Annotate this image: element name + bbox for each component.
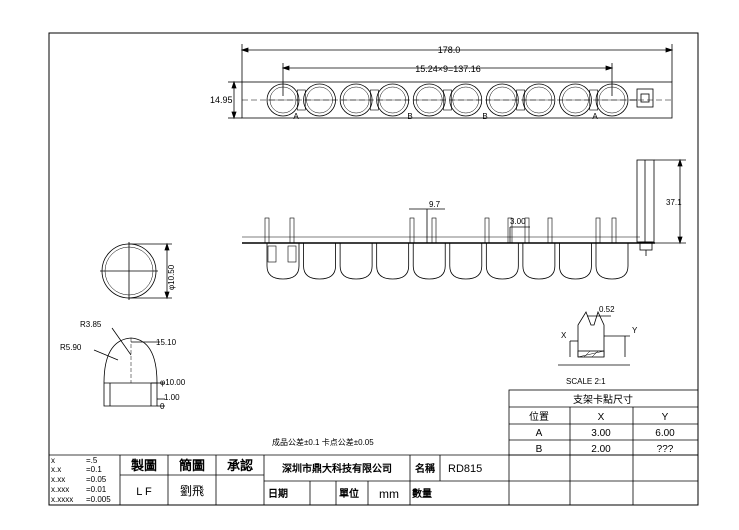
lens-r-big: R5.90 [60, 343, 82, 352]
led-dome [339, 243, 373, 280]
hole-label-b1: B [407, 112, 412, 121]
detail-scale: SCALE 2:1 [566, 377, 606, 386]
tol-v-4: =0.005 [86, 495, 111, 504]
tol-k-3: x.xxx [51, 485, 69, 494]
tol-k-0: x [51, 456, 55, 465]
strip-clip [431, 217, 437, 244]
spec-row-a-x: 3.00 [591, 428, 611, 439]
company-name: 深圳市鼎大科技有限公司 [282, 462, 392, 475]
spec-row-a-pos: A [536, 428, 543, 439]
tol-v-2: =0.05 [86, 475, 107, 484]
pitch-dim: 15.24×9=137.16 [415, 64, 481, 74]
check-name: 劉飛 [180, 483, 204, 498]
led-lead [287, 245, 297, 263]
strip-clip [611, 217, 617, 244]
tol-k-4: x.xxxx [51, 495, 73, 504]
strip-clip [547, 217, 553, 244]
lens-r-small: R3.85 [80, 320, 102, 329]
circle-dim: φ10.50 [167, 264, 176, 290]
spec-row-b-pos: B [536, 444, 543, 455]
top-view-holes [266, 83, 629, 117]
led-lead [267, 245, 277, 263]
spec-header-pos: 位置 [529, 410, 549, 423]
lens-zero: 0 [160, 402, 165, 411]
spec-title: 支架卡點尺寸 [573, 393, 633, 406]
lens-dim-base: φ10.00 [160, 378, 186, 387]
strip-clip [595, 217, 601, 244]
led-dome [266, 243, 300, 280]
strip-clip [524, 217, 530, 244]
strip-clip [484, 217, 490, 244]
strip-clip [289, 217, 295, 244]
spec-row-a-y: 6.00 [655, 428, 675, 439]
strip-clip [507, 217, 513, 244]
spec-header-x: X [598, 412, 605, 423]
side-view [242, 158, 686, 256]
detail-label-y: Y [632, 326, 638, 335]
draw-name: L F [136, 486, 152, 498]
led-dome [595, 243, 629, 280]
top-view [228, 44, 674, 120]
led-dome [449, 243, 483, 280]
strip-clip [264, 217, 270, 244]
draw-label: 製圖 [130, 458, 157, 473]
part-name: RD815 [448, 463, 482, 475]
led-dome [376, 243, 410, 280]
title-block [49, 454, 698, 505]
circle-view [100, 242, 172, 300]
height-dim: 14.95 [210, 95, 233, 105]
unit-label: 單位 [339, 487, 359, 500]
check-label: 簡圖 [178, 458, 205, 473]
hole-label-a1: A [293, 112, 299, 121]
spec-row-b-y: ??? [657, 444, 674, 455]
tol-k-2: x.xx [51, 475, 65, 484]
lens-view [93, 327, 165, 407]
qty-label: 數量 [412, 487, 432, 500]
strip-clip [409, 217, 415, 244]
hole-label-a2: A [592, 112, 598, 121]
tol-k-1: x.x [51, 465, 61, 474]
led-dome [559, 243, 592, 280]
detail-label-x: X [561, 331, 567, 340]
side-dim-top: 9.7 [429, 200, 441, 209]
tol-v-0: =.5 [86, 456, 98, 465]
unit-value: mm [379, 487, 399, 501]
overall-length-dim: 178.0 [438, 45, 461, 55]
side-view-leds [264, 217, 629, 280]
lens-dim-width: 15.10 [156, 338, 177, 347]
led-dome [303, 243, 336, 280]
side-dim-mid: 3.00 [510, 217, 526, 226]
spec-header-y: Y [662, 412, 669, 423]
side-dim-height: 37.1 [666, 198, 682, 207]
tol-v-1: =0.1 [86, 465, 102, 474]
detail-view [558, 310, 630, 366]
detail-dim-top: 0.52 [599, 305, 615, 314]
tol-v-3: =0.01 [86, 485, 107, 494]
date-label: 日期 [268, 487, 288, 500]
led-dome [485, 243, 519, 280]
drawing-frame [48, 32, 699, 506]
spec-row-b-x: 2.00 [591, 444, 611, 455]
hole-label-b2: B [482, 112, 487, 121]
tolerance-note: 成品公差±0.1 卡点公差±0.05 [272, 437, 374, 447]
approve-label: 承認 [227, 458, 253, 473]
led-dome [522, 243, 556, 280]
name-label: 名稱 [415, 462, 435, 475]
led-dome [412, 243, 446, 280]
lens-dim-gap: 1.00 [164, 393, 180, 402]
